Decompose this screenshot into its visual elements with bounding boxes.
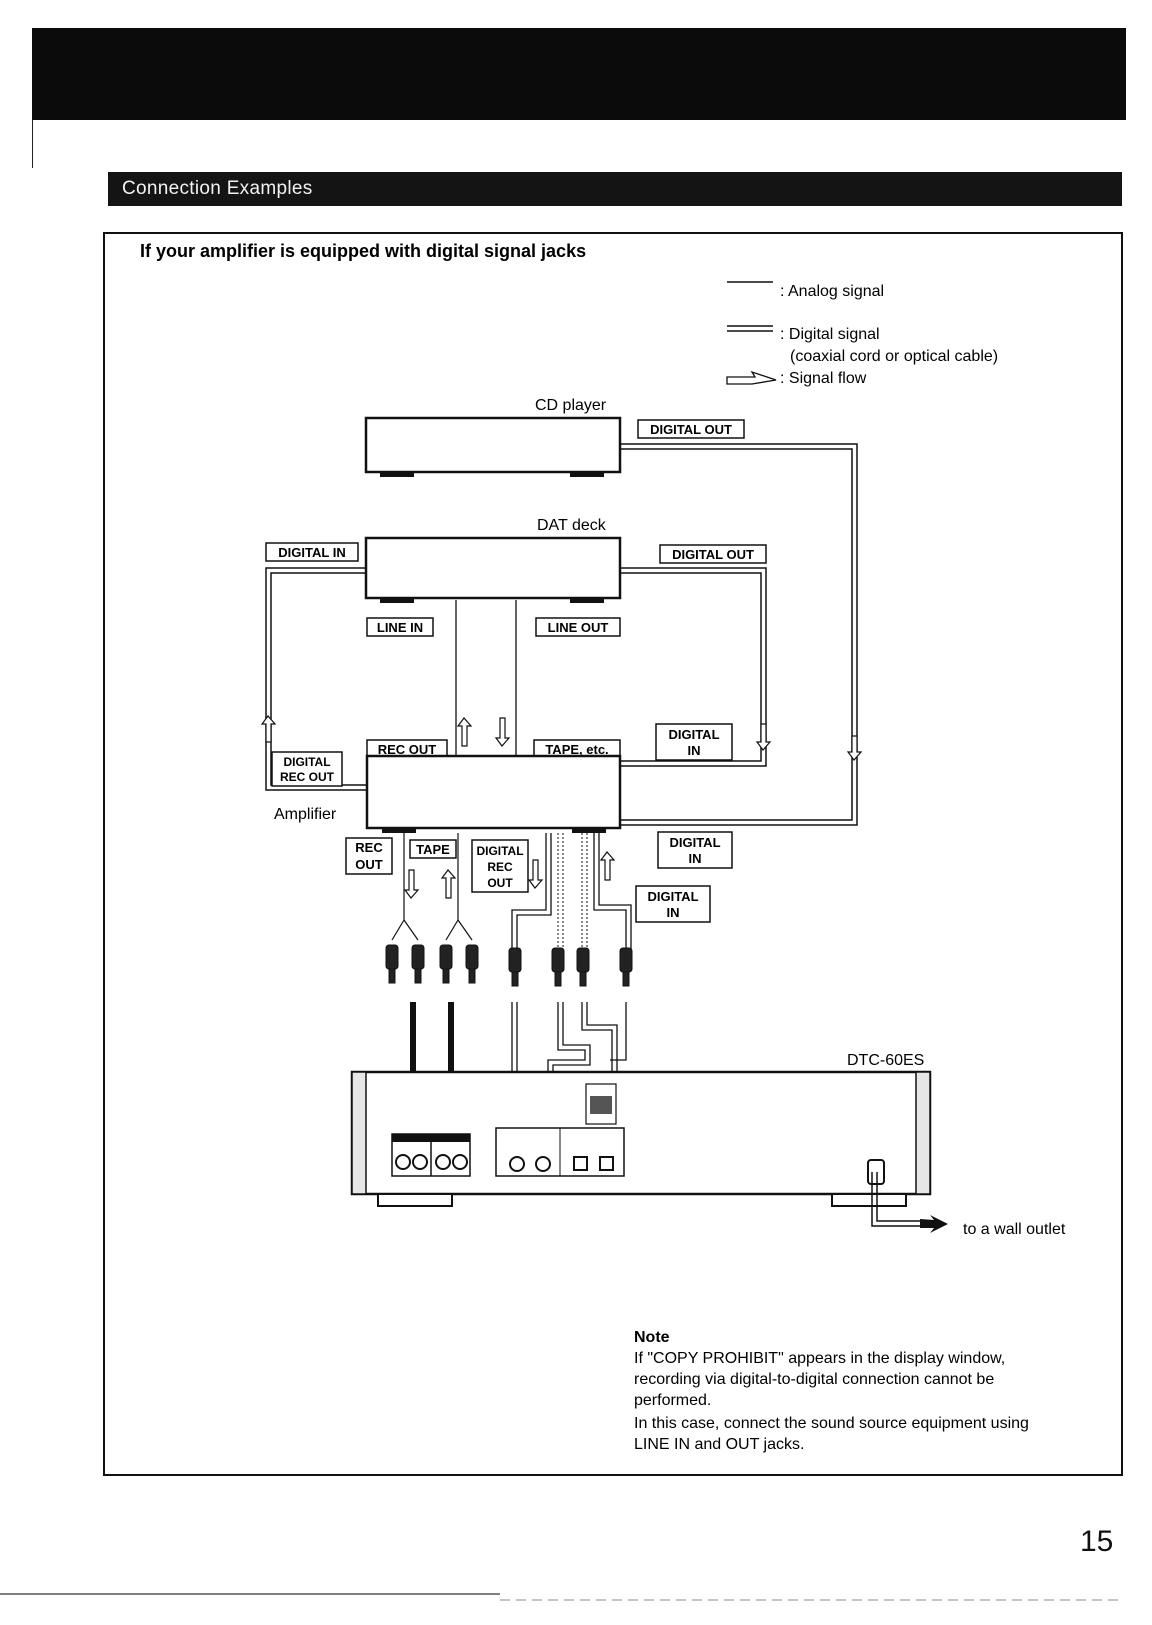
dat-line-in-tag bbox=[366, 617, 434, 637]
dat-digital-out-tag bbox=[659, 544, 767, 564]
amp-tape-bottom-tag bbox=[409, 839, 457, 859]
note-line-1: If "COPY PROHIBIT" appears in the displa… bbox=[634, 1350, 1005, 1367]
note-title: Note bbox=[634, 1329, 670, 1346]
amp-digital-in-top-line1: DIGITAL bbox=[668, 727, 719, 742]
dtc-label: DTC-60ES bbox=[847, 1052, 924, 1069]
note-line-4: In this case, connect the sound source e… bbox=[634, 1415, 1029, 1432]
dtc-digital-in-tag bbox=[635, 885, 711, 923]
amp-rec-out-bottom-tag bbox=[345, 837, 393, 875]
amp-digital-rec-out-bottom-tag bbox=[471, 839, 529, 893]
amp-digital-in-tag-right bbox=[657, 831, 733, 869]
amp-rec-out-bottom-line1: REC bbox=[355, 840, 383, 855]
note-line-2: recording via digital-to-digital connect… bbox=[634, 1371, 994, 1388]
cd-player-label: CD player bbox=[535, 397, 607, 414]
amp-digital-rec-out-bottom-line2: REC bbox=[487, 860, 513, 874]
amp-rec-out-bottom-line2: OUT bbox=[355, 857, 383, 872]
legend-digital-text: : Digital signal bbox=[780, 326, 880, 343]
wall-outlet-text: to a wall outlet bbox=[963, 1221, 1066, 1238]
amplifier-label: Amplifier bbox=[274, 806, 337, 823]
cd-digital-out-text: DIGITAL OUT bbox=[650, 422, 732, 437]
note-line-3: performed. bbox=[634, 1392, 711, 1409]
dat-line-out-tag bbox=[535, 617, 621, 637]
dat-digital-in-tag bbox=[265, 542, 359, 562]
amp-rec-out-text: REC OUT bbox=[378, 742, 437, 757]
rca-plugs bbox=[385, 944, 633, 987]
dat-deck-label: DAT deck bbox=[537, 517, 607, 534]
amplifier-box bbox=[365, 754, 622, 830]
legend: : Analog signal : Digital signal (coaxia… bbox=[726, 281, 998, 387]
top-black-banner bbox=[32, 28, 1126, 120]
dat-digital-in-text: DIGITAL IN bbox=[278, 545, 345, 560]
banner-edge bbox=[32, 120, 33, 168]
amp-digital-rec-out-bottom-line3: OUT bbox=[487, 876, 513, 890]
dtc-digital-in-line2: IN bbox=[667, 905, 680, 920]
dat-line-out-text: LINE OUT bbox=[548, 620, 609, 635]
note-line-5: LINE IN and OUT jacks. bbox=[634, 1436, 804, 1453]
legend-flow-arrow bbox=[726, 370, 777, 385]
amp-digital-in-right-line2: IN bbox=[689, 851, 702, 866]
amp-digital-rec-out-line1: DIGITAL bbox=[283, 755, 330, 769]
dat-deck-box bbox=[364, 536, 622, 600]
amp-digital-rec-out-tag bbox=[271, 751, 343, 787]
amp-tape-bottom-text: TAPE bbox=[416, 842, 450, 857]
amp-digital-in-top-line2: IN bbox=[688, 743, 701, 758]
amp-digital-in-right-line1: DIGITAL bbox=[669, 835, 720, 850]
amp-digital-rec-out-line2: REC OUT bbox=[280, 770, 335, 784]
amp-tape-text: TAPE, etc. bbox=[545, 742, 608, 757]
page-number: 15 bbox=[1080, 1525, 1114, 1558]
dat-line-in-text: LINE IN bbox=[377, 620, 423, 635]
legend-digital-note: (coaxial cord or optical cable) bbox=[790, 348, 998, 365]
section-title: Connection Examples bbox=[122, 178, 313, 199]
diagram-frame bbox=[103, 232, 1123, 1476]
amp-digital-in-tag-top bbox=[655, 723, 733, 761]
cd-digital-out-tag bbox=[637, 419, 745, 439]
amp-digital-rec-out-bottom-line1: DIGITAL bbox=[476, 844, 523, 858]
dtc-digital-in-line1: DIGITAL bbox=[647, 889, 698, 904]
cd-player-box bbox=[364, 416, 622, 474]
diagram-heading: If your amplifier is equipped with digit… bbox=[140, 241, 586, 261]
section-header-bar: Connection Examples bbox=[108, 172, 1122, 206]
legend-flow-text: : Signal flow bbox=[780, 370, 867, 387]
legend-analog-text: : Analog signal bbox=[780, 283, 884, 300]
dat-digital-out-text: DIGITAL OUT bbox=[672, 547, 754, 562]
power-inlet bbox=[867, 1159, 885, 1185]
